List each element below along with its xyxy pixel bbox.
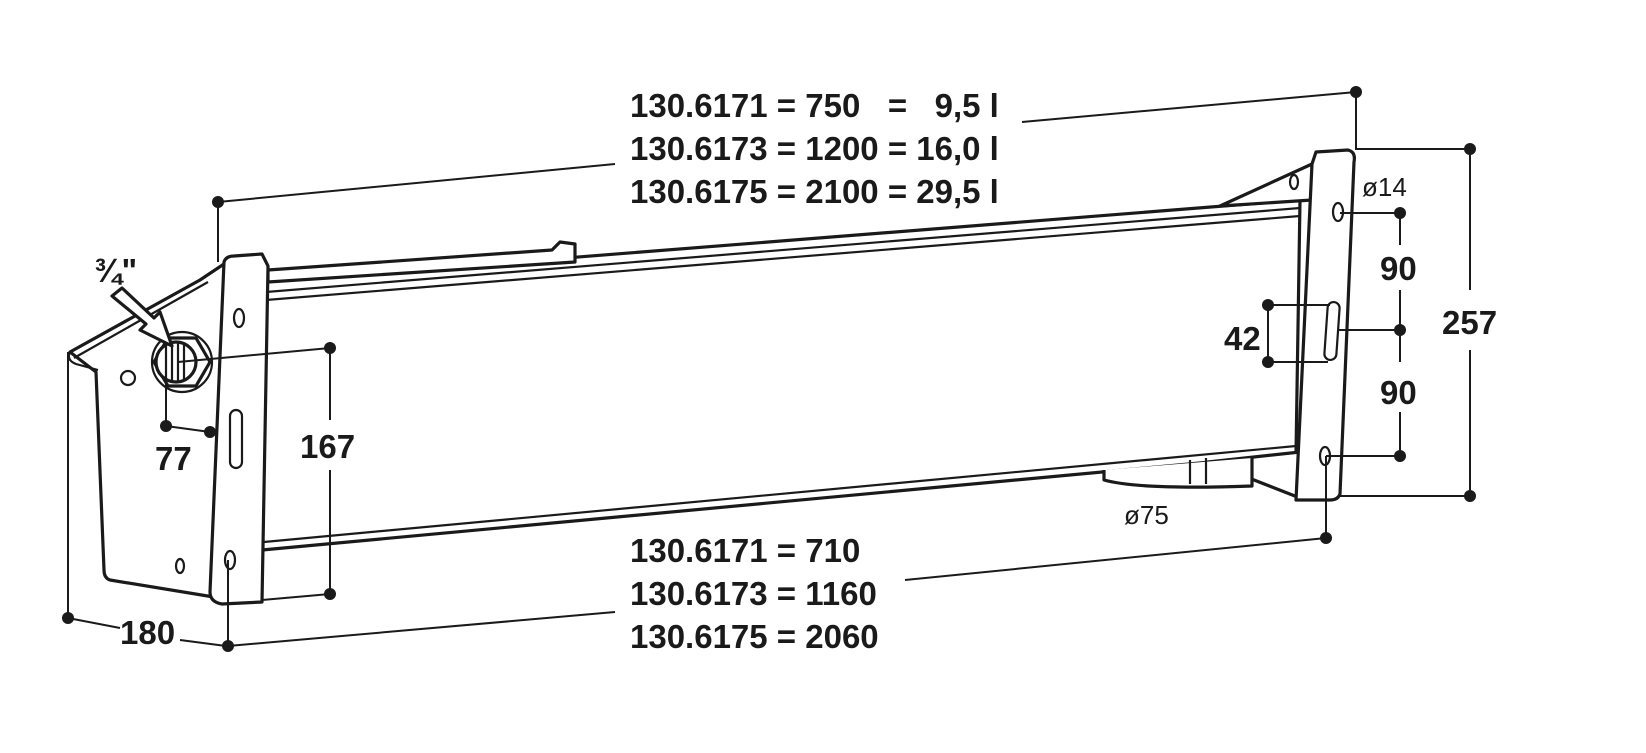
bottom-row-1: 130.6171 = 710	[630, 532, 860, 569]
dimension-lines	[62, 86, 1476, 652]
top-row-2: 130.6173 = 1200 = 16,0 l	[630, 130, 999, 167]
top-row-3: 130.6175 = 2100 = 29,5 l	[630, 173, 999, 210]
bottom-row-2: 130.6173 = 1160	[630, 575, 877, 612]
right-bracket	[1294, 148, 1356, 502]
top-length-table: 130.6171 = 750 = 9,5 l 130.6173 = 1200 =…	[630, 87, 999, 210]
bottom-row-3: 130.6175 = 2060	[630, 618, 879, 655]
inlet-thread-label: ¾"	[94, 252, 137, 289]
left-bracket	[208, 252, 270, 606]
inlet-offset-label: 77	[155, 440, 192, 477]
bottom-length-table: 130.6171 = 710 130.6173 = 1160 130.6175 …	[630, 532, 879, 655]
top-row-1: 130.6171 = 750 = 9,5 l	[630, 87, 999, 124]
inlet-arrow	[110, 286, 174, 348]
drain-diameter-label: ø75	[1124, 500, 1169, 530]
depth-label: 180	[120, 614, 175, 651]
hole-spacing-upper-label: 90	[1380, 250, 1417, 287]
hole-spacing-lower-label: 90	[1380, 374, 1417, 411]
drain-outlet	[1102, 458, 1254, 489]
trough-body	[67, 148, 1356, 606]
slot-length-label: 42	[1224, 320, 1261, 357]
hole-diameter-label: ø14	[1362, 172, 1407, 202]
front-panel	[260, 198, 1302, 552]
inlet-height-label: 167	[300, 428, 355, 465]
bracket-height-label: 257	[1442, 304, 1497, 341]
